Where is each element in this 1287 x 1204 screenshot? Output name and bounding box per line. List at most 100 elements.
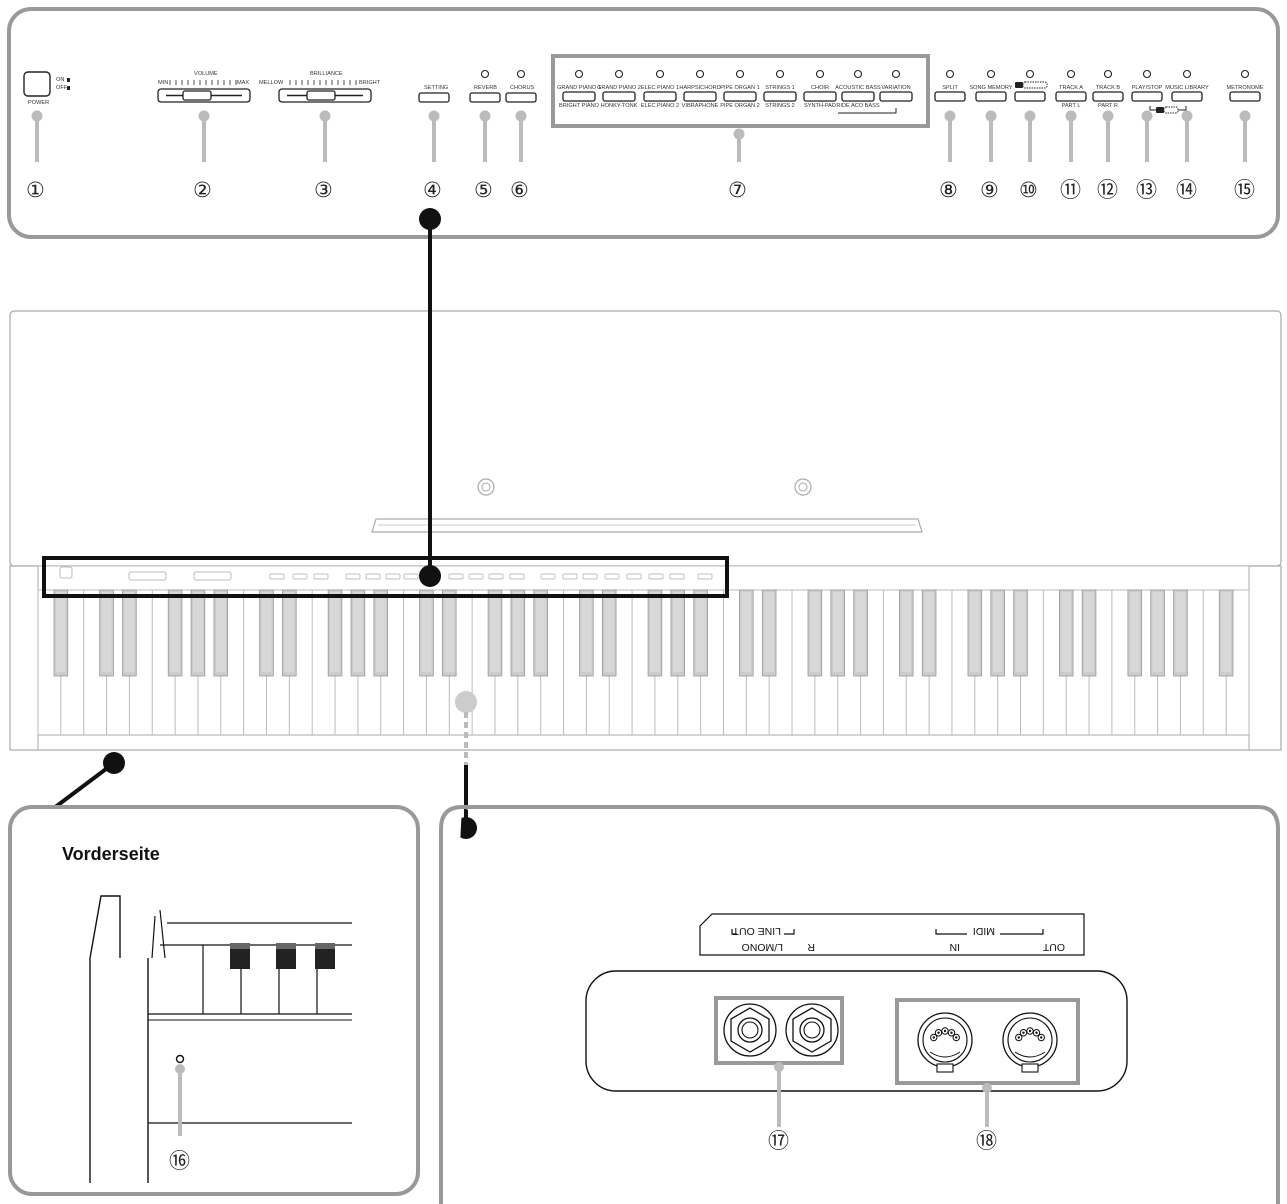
function-top-label: SPLIT: [942, 85, 958, 91]
function-bottom-label: PART R: [1098, 103, 1118, 109]
setting-button: [418, 92, 450, 103]
tone-bottom-label: STRINGS 2: [765, 103, 795, 109]
midi-out-port: [1002, 1012, 1058, 1073]
tone-button-9: VARIATION: [879, 69, 913, 102]
setting-label: SETTING: [424, 85, 448, 91]
reverb-label: REVERB: [474, 85, 497, 91]
headphone-jack-icon: [175, 1054, 185, 1064]
callout-1: ①: [26, 110, 45, 202]
tone-top-label: GRAND PIANO 2: [597, 85, 641, 91]
reverb-led-icon: [480, 69, 490, 79]
front-detail-illustration: ⑯: [89, 895, 352, 1183]
tone-button-8: ACOUSTIC BASS RIDE ACO BASS: [835, 69, 881, 109]
chorus-button: [505, 92, 537, 103]
tone-top-label: CHOIR: [811, 85, 829, 91]
callout-number: ⑦: [728, 178, 747, 202]
callout-number: ⑨: [980, 178, 999, 202]
function-led-icon: [1025, 69, 1035, 79]
tone-bottom-label: VIBRAPHONE: [682, 103, 719, 109]
power-label: POWER: [28, 100, 49, 106]
midi-out-label: OUT: [1042, 941, 1065, 953]
tone-top-label: ACOUSTIC BASS: [835, 85, 881, 91]
function-led-icon: [1103, 69, 1113, 79]
midi-in-port: [917, 1012, 973, 1073]
tone-bottom-label: HONKY-TONK: [601, 103, 638, 109]
function-button-4: TRACK A PART L: [1055, 69, 1087, 109]
chorus-led-icon: [516, 69, 526, 79]
tone-top-label: PIPE ORGAN 1: [720, 85, 759, 91]
callout-18: ⑱: [976, 1129, 997, 1153]
function-top-label: TRACK A: [1059, 85, 1083, 91]
callout-15: ⑮: [1234, 110, 1255, 202]
line-r-label: R: [807, 941, 815, 953]
callout-number: ⑧: [939, 178, 958, 202]
tone-buttons-highlight: [551, 54, 930, 128]
function-led-icon: [945, 69, 955, 79]
power-on-label: ON: [56, 77, 64, 83]
function-button-3: [1014, 69, 1046, 102]
callout-10: ⑩: [1019, 110, 1038, 202]
function-bottom-label: PART L: [1062, 103, 1081, 109]
tone-top-label: VARIATION: [881, 85, 910, 91]
tone-button-5: PIPE ORGAN 1 PIPE ORGAN 2: [720, 69, 760, 109]
tone-button-2: GRAND PIANO 2 HONKY-TONK: [597, 69, 641, 109]
front-detail-title: Vorderseite: [62, 844, 160, 864]
volume-min-label: MIN: [158, 80, 168, 86]
tone-led-icon: [574, 69, 584, 79]
tone-bottom-label: RIDE ACO BASS: [836, 103, 879, 109]
callout-7: ⑦: [728, 128, 747, 202]
volume-label: VOLUME: [194, 71, 218, 77]
function-top-label: PLAY/STOP: [1132, 85, 1163, 91]
callout-11: ⑪: [1060, 110, 1081, 202]
midi-ports: [917, 1012, 1058, 1073]
callout-5: ⑤: [474, 110, 493, 202]
callout-4: ④: [423, 110, 442, 202]
callout-9: ⑨: [980, 110, 999, 202]
callout-dot-panel: [419, 565, 441, 587]
tone-led-icon: [614, 69, 624, 79]
callout-number: ③: [314, 178, 333, 202]
tone-bottom-label: PIPE ORGAN 2: [720, 103, 759, 109]
function-led-icon: [1142, 69, 1152, 79]
function-button-6: PLAY/STOP: [1131, 69, 1163, 102]
callout-6: ⑥: [510, 110, 529, 202]
function-top-label: MUSIC LIBRARY: [1165, 85, 1209, 91]
tone-led-icon: [655, 69, 665, 79]
line-out-label: LINE OUT: [732, 925, 781, 937]
midi-in-label: IN: [950, 941, 961, 953]
callout-13: ⑬: [1136, 110, 1157, 202]
callout-2: ②: [193, 110, 212, 202]
callout-number: ⑫: [1097, 178, 1118, 202]
function-led-icon: [1240, 69, 1250, 79]
tone-top-label: ELEC PIANO 1: [641, 85, 679, 91]
tone-top-label: GRAND PIANO 1: [557, 85, 601, 91]
brilliance-max-label: BRIGHT: [359, 80, 381, 86]
line-l-mono-label: L/MONO: [742, 941, 783, 953]
function-led-icon: [1182, 69, 1192, 79]
power-control: ON OFF POWER: [23, 71, 70, 106]
reverb-button: [469, 92, 501, 103]
callout-number: ④: [423, 178, 442, 202]
rear-label-strip: LINE OUT L/MONO R MIDI IN OUT: [699, 913, 1085, 956]
chorus-button-group: CHORUS: [505, 69, 537, 103]
callout-number: ⑩: [1019, 178, 1038, 202]
control-panel-frame: [7, 7, 1280, 239]
callout-14: ⑭: [1176, 110, 1197, 202]
tone-led-icon: [695, 69, 705, 79]
setting-button-group: SETTING: [418, 85, 450, 103]
callout-3: ③: [314, 110, 333, 202]
power-off-label: OFF: [56, 85, 68, 91]
callout-8: ⑧: [939, 110, 958, 202]
callout-number: ⑪: [1060, 178, 1081, 202]
function-button-2: SONG MEMORY: [969, 69, 1013, 102]
volume-max-label: MAX: [237, 80, 249, 86]
